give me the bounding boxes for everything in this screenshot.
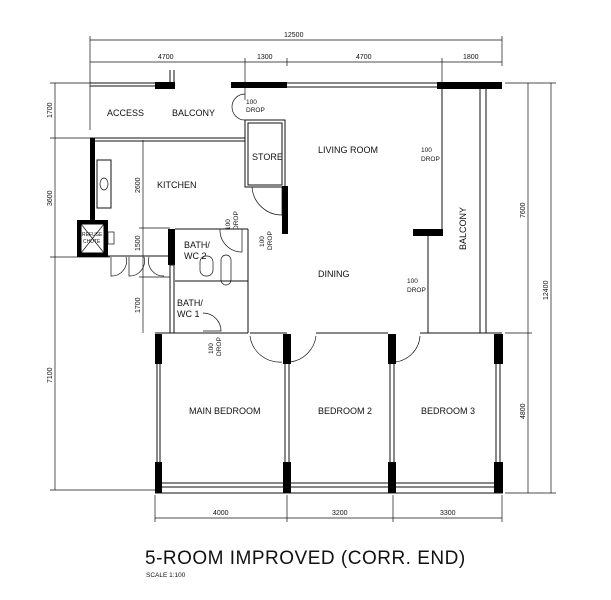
drop-label: DROP	[246, 107, 265, 114]
dim-bottom: 3200	[332, 510, 348, 517]
bedroom2-label: BEDROOM 2	[318, 406, 372, 416]
dimension-lines	[50, 36, 556, 522]
scale-label: SCALE 1:100	[146, 572, 186, 579]
walls	[77, 70, 503, 494]
store-label: STORE	[252, 152, 283, 162]
drop-value: 100	[208, 343, 215, 354]
dim-left-inner: 1500	[135, 235, 142, 251]
drop-value: 100	[407, 278, 418, 285]
balcony-label: BALCONY	[458, 207, 468, 250]
room-labels: ACCESS BALCONY STORE KITCHEN LIVING ROOM…	[82, 108, 475, 416]
bath2-label: BATH/	[184, 240, 210, 250]
dim-left-inner: 2600	[135, 177, 142, 193]
bath1-label-2: WC 1	[177, 309, 200, 319]
dim-top-total: 12500	[284, 32, 304, 39]
bath2-label-2: WC 2	[184, 251, 207, 261]
dim-top: 1800	[463, 54, 479, 61]
dim-top: 4700	[158, 54, 174, 61]
drop-annotations: 100 DROP 100 DROP 100 DROP 100 DROP 100 …	[208, 99, 440, 356]
dim-left: 3600	[47, 190, 54, 206]
drop-label: DROP	[421, 156, 440, 163]
drop-label: DROP	[407, 287, 426, 294]
kitchen-label: KITCHEN	[157, 180, 197, 190]
dining-label: DINING	[318, 269, 350, 279]
drop-value: 100	[259, 236, 266, 247]
plan-title: 5-ROOM IMPROVED (CORR. END)	[145, 548, 466, 569]
refuse-chute-label-2: CHUTE	[83, 239, 101, 245]
dim-left: 7100	[47, 367, 54, 383]
access-balcony-label: BALCONY	[172, 108, 215, 118]
dim-right: 4800	[520, 403, 527, 419]
bedroom3-label: BEDROOM 3	[421, 406, 475, 416]
dimension-labels: 12500 4700 1300 4700 1800 1700 3600 7100…	[47, 32, 550, 517]
dim-bottom: 4000	[213, 510, 229, 517]
dim-bottom: 3300	[440, 510, 456, 517]
living-room-label: LIVING ROOM	[318, 145, 378, 155]
drop-value: 100	[225, 219, 232, 230]
drop-label: DROP	[216, 337, 223, 356]
dim-right: 7600	[520, 202, 527, 218]
refuse-chute-label: REFUSE	[82, 232, 103, 238]
dim-top: 4700	[356, 54, 372, 61]
dim-left-inner: 1700	[135, 297, 142, 313]
dim-left: 1700	[47, 102, 54, 118]
drop-label: DROP	[267, 231, 274, 250]
main-bedroom-label: MAIN BEDROOM	[189, 406, 261, 416]
dim-top: 1300	[257, 54, 273, 61]
access-label: ACCESS	[107, 108, 144, 118]
bath1-label: BATH/	[177, 298, 203, 308]
drop-value: 100	[421, 147, 432, 154]
drop-label: DROP	[233, 211, 240, 230]
drop-value: 100	[246, 99, 257, 106]
dim-right: 12400	[543, 280, 550, 300]
